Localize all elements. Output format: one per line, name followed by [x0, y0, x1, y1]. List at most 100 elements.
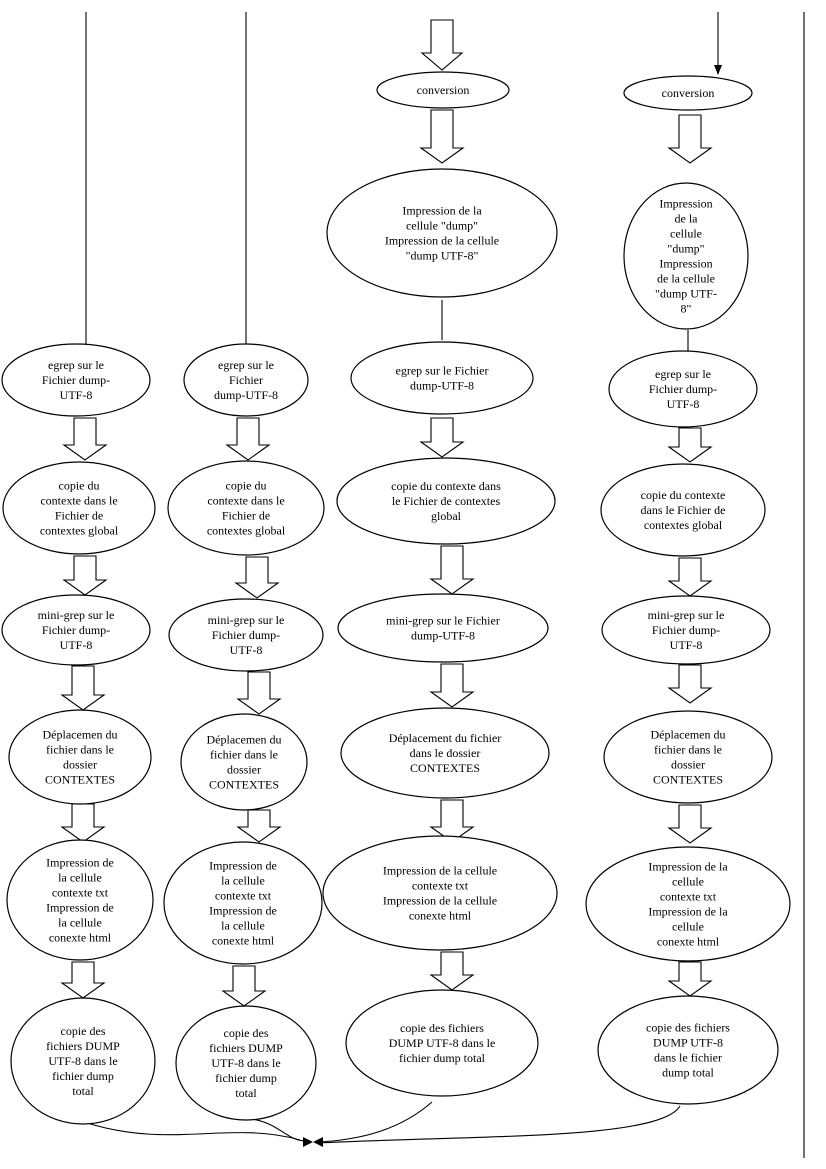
column-4-block-arrow-5	[667, 804, 713, 844]
column-4-node-1: conversion	[623, 75, 753, 111]
column-3-node-1: conversion	[376, 71, 510, 109]
node-ellipse	[6, 839, 154, 961]
column-2-block-arrow-1	[225, 417, 271, 461]
node-label: conversion	[417, 83, 470, 97]
node-ellipse	[376, 71, 510, 109]
node-ellipse	[345, 989, 539, 1097]
node-ellipse	[168, 598, 324, 672]
node-ellipse	[337, 593, 549, 663]
column-3-block-arrow-1	[419, 109, 465, 164]
column-3-block-arrow-6	[429, 951, 475, 991]
node-ellipse	[10, 997, 156, 1125]
column-2-block-arrow-4	[236, 809, 282, 843]
column-2-block-arrow-3	[236, 671, 282, 715]
node-ellipse	[326, 168, 558, 298]
node-ellipse	[350, 341, 534, 415]
node-ellipse	[597, 995, 779, 1105]
column-4-block-arrow-1	[667, 114, 713, 164]
column-1-block-arrow-2	[62, 555, 108, 596]
node-ellipse	[180, 713, 308, 811]
column-1-merge-curve	[83, 1121, 301, 1141]
node-ellipse	[340, 707, 550, 799]
node-ellipse	[322, 835, 558, 951]
column-3-block-arrow-5	[429, 799, 475, 843]
node-ellipse	[2, 461, 156, 555]
connector-lines	[85, 12, 805, 1158]
arrows-layer	[60, 109, 713, 1007]
node-ellipse	[623, 75, 753, 111]
column-4-block-arrow-6	[667, 961, 713, 997]
merge-curves	[83, 1101, 681, 1147]
node-ellipse	[167, 460, 325, 556]
column-1-block-arrow-3	[60, 665, 106, 711]
column-1-block-arrow-4	[60, 803, 106, 843]
node-ellipse	[336, 457, 556, 545]
node-ellipse	[1, 343, 151, 417]
column-4-block-arrow-2	[667, 427, 713, 463]
column-1-block-arrow-1	[62, 417, 108, 461]
column-2-merge-curve	[245, 1117, 306, 1142]
node-ellipse	[1, 594, 151, 666]
column-1-block-arrow-5	[60, 961, 106, 999]
node-ellipse	[183, 343, 309, 417]
node-ellipse	[600, 463, 766, 557]
merge-point-arrowheads	[303, 1137, 323, 1147]
column-3-merge-curve	[317, 1101, 433, 1143]
node-ellipse	[601, 595, 771, 665]
node-ellipse	[623, 182, 749, 330]
node-ellipse	[175, 1005, 317, 1121]
column-2-block-arrow-2	[234, 556, 280, 599]
column-3-block-arrow-2	[419, 417, 465, 458]
column-3-block-arrow-3	[429, 545, 475, 595]
column-3-block-arrow-4	[429, 663, 475, 708]
column-4-block-arrow-4	[667, 664, 713, 704]
column-4-block-arrow-3	[667, 557, 713, 597]
node-ellipse	[585, 846, 791, 962]
